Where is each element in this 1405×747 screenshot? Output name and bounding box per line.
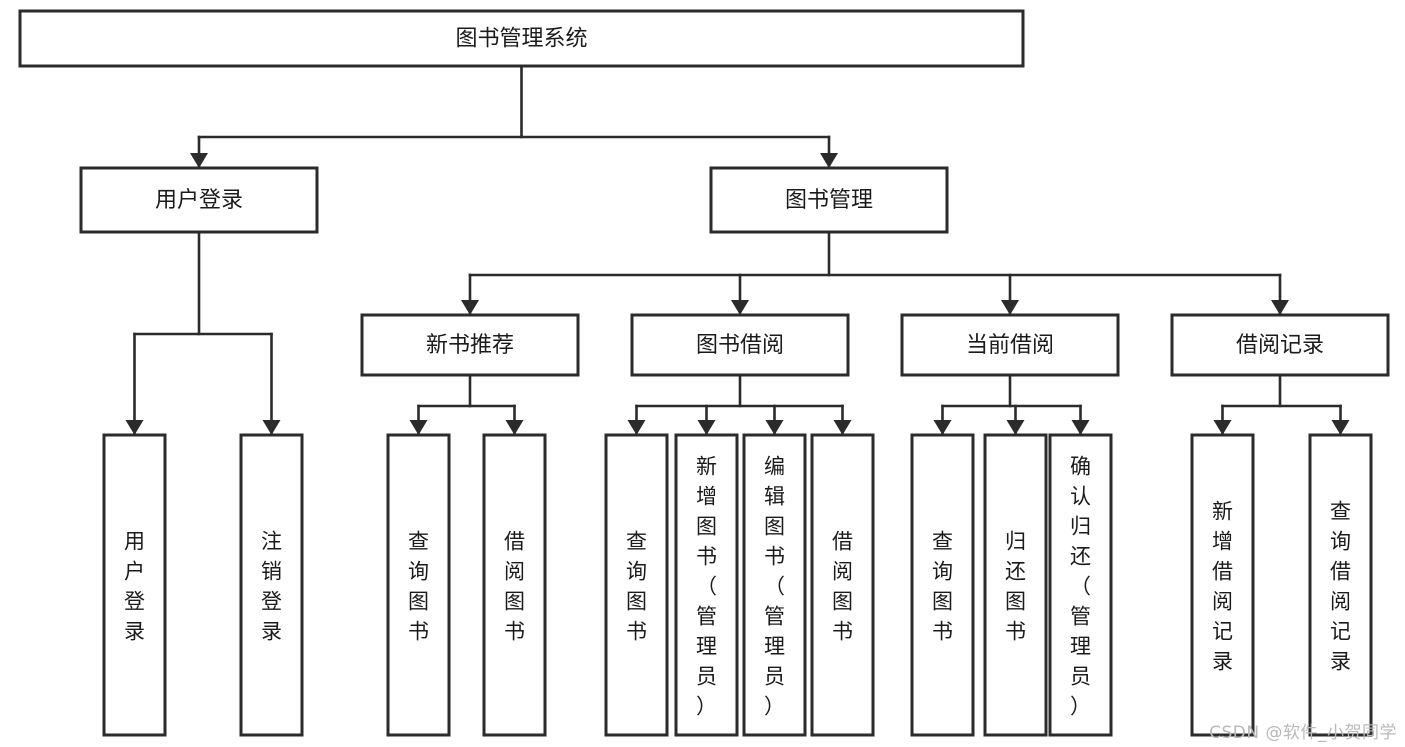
- node-leaf-query-book-2[interactable]: 查询图书: [604, 433, 669, 737]
- node-label: 借阅图书: [504, 529, 525, 643]
- node-label: 图书借阅: [696, 333, 784, 358]
- node-box: [1308, 433, 1373, 737]
- node-box: [482, 433, 547, 737]
- node-label: 新书推荐: [426, 333, 514, 358]
- node-leaf-borrow-book-1[interactable]: 借阅图书: [482, 433, 547, 737]
- node-leaf-query-book-3[interactable]: 查询图书: [910, 433, 975, 737]
- node-box: [604, 433, 669, 737]
- edge-arrowhead: [190, 153, 208, 168]
- edge-arrowhead: [820, 153, 838, 168]
- node-box: [239, 433, 304, 737]
- node-box: [386, 433, 451, 737]
- edge-layer: [125, 64, 1350, 437]
- node-label: 用户登录: [155, 188, 243, 213]
- node-label: 查询图书: [408, 529, 429, 643]
- node-leaf-logout[interactable]: 注销登录: [239, 433, 304, 737]
- node-box: [983, 433, 1048, 737]
- edge-arrowhead: [1071, 420, 1090, 435]
- node-label: 用户登录: [124, 529, 145, 643]
- edge-arrowhead: [409, 420, 428, 435]
- node-leaf-borrow-book-2[interactable]: 借阅图书: [810, 433, 875, 737]
- node-box: [900, 313, 1120, 377]
- node-box: [1048, 433, 1113, 737]
- node-box: [1170, 313, 1390, 377]
- node-book-manage[interactable]: 图书管理: [709, 166, 949, 234]
- node-box: [709, 166, 949, 234]
- node-box: [810, 433, 875, 737]
- node-label: 查询借阅记录: [1330, 499, 1351, 673]
- node-box: [79, 166, 319, 234]
- node-user-login[interactable]: 用户登录: [79, 166, 319, 234]
- edge-arrowhead: [505, 420, 524, 435]
- node-label: 确认归还（管理员）: [1070, 454, 1091, 718]
- node-label: 图书管理系统: [455, 27, 587, 52]
- node-label: 查询图书: [932, 529, 953, 643]
- node-label: 图书管理: [785, 188, 873, 213]
- node-box: [1190, 433, 1255, 737]
- node-book-borrow[interactable]: 图书借阅: [630, 313, 850, 377]
- edge-arrowhead: [1006, 420, 1025, 435]
- edge-arrowhead: [1213, 420, 1232, 435]
- node-borrow-record[interactable]: 借阅记录: [1170, 313, 1390, 377]
- node-leaf-user-login[interactable]: 用户登录: [102, 433, 167, 737]
- node-label: 当前借阅: [966, 333, 1054, 358]
- node-layer: 图书管理系统用户登录图书管理新书推荐图书借阅当前借阅借阅记录用户登录注销登录查询…: [18, 9, 1390, 737]
- node-label: 新增图书（管理员）: [696, 454, 717, 718]
- node-leaf-edit-book[interactable]: 编辑图书（管理员）: [742, 433, 807, 737]
- node-leaf-query-record[interactable]: 查询借阅记录: [1308, 433, 1373, 737]
- node-label: 编辑图书（管理员）: [764, 454, 785, 718]
- edge-arrowhead: [833, 420, 852, 435]
- edge-arrowhead: [627, 420, 646, 435]
- edge-arrowhead: [262, 420, 281, 435]
- edge-arrowhead: [1001, 300, 1019, 315]
- node-label: 归还图书: [1005, 529, 1026, 643]
- node-new-book-rec[interactable]: 新书推荐: [360, 313, 580, 377]
- node-root[interactable]: 图书管理系统: [18, 9, 1025, 68]
- node-box: [102, 433, 167, 737]
- edge-arrowhead: [1271, 300, 1289, 315]
- node-box: [18, 9, 1025, 68]
- node-leaf-query-book-1[interactable]: 查询图书: [386, 433, 451, 737]
- node-box: [360, 313, 580, 377]
- node-label: 注销登录: [261, 529, 282, 643]
- node-box: [630, 313, 850, 377]
- edge-arrowhead: [1331, 420, 1350, 435]
- node-label: 新增借阅记录: [1212, 499, 1233, 673]
- edge-arrowhead: [765, 420, 784, 435]
- node-box: [910, 433, 975, 737]
- node-label: 查询图书: [626, 529, 647, 643]
- edge-arrowhead: [125, 420, 144, 435]
- edge-arrowhead: [697, 420, 716, 435]
- edge-arrowhead: [731, 300, 749, 315]
- node-leaf-add-book[interactable]: 新增图书（管理员）: [674, 433, 739, 737]
- node-leaf-confirm-return[interactable]: 确认归还（管理员）: [1048, 433, 1113, 737]
- node-leaf-return-book[interactable]: 归还图书: [983, 433, 1048, 737]
- edge-arrowhead: [461, 300, 479, 315]
- node-box: [742, 433, 807, 737]
- node-leaf-add-record[interactable]: 新增借阅记录: [1190, 433, 1255, 737]
- node-label: 借阅记录: [1236, 333, 1324, 358]
- node-current-borrow[interactable]: 当前借阅: [900, 313, 1120, 377]
- edge-arrowhead: [933, 420, 952, 435]
- node-label: 借阅图书: [832, 529, 853, 643]
- node-box: [674, 433, 739, 737]
